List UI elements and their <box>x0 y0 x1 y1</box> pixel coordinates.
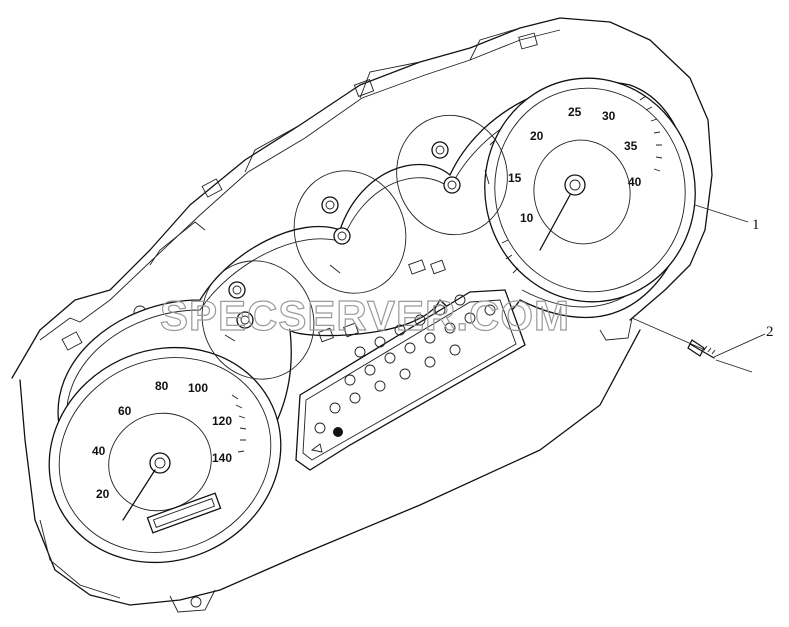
odometer-display <box>146 492 222 534</box>
speedometer-needle <box>122 469 156 521</box>
speedometer-tick-140: 140 <box>212 451 232 465</box>
tachometer-needle <box>539 194 571 251</box>
tachometer: 10 15 20 25 30 35 40 <box>484 77 696 303</box>
tachometer-tick-40: 40 <box>628 175 642 189</box>
speedometer-tick-20: 20 <box>96 487 110 501</box>
tachometer-tick-30: 30 <box>602 109 616 123</box>
tachometer-tick-15: 15 <box>508 171 522 185</box>
warning-lamp-panel <box>295 289 526 471</box>
cluster-housing <box>11 17 713 613</box>
tachometer-hub <box>564 174 586 196</box>
indicator-lamps <box>310 294 496 453</box>
auxiliary-gauges <box>201 114 508 380</box>
speedometer-tick-60: 60 <box>118 404 132 418</box>
speedometer-tick-40: 40 <box>92 444 106 458</box>
tachometer-tick-20: 20 <box>530 129 544 143</box>
callout-2-label: 2 <box>766 324 774 340</box>
speedometer-tick-120: 120 <box>212 414 232 428</box>
callout-1: 1 <box>694 204 760 233</box>
watermark: SPECSERVER.COM <box>160 292 570 339</box>
mounting-screw <box>687 339 753 373</box>
callout-2: 2 <box>631 317 774 358</box>
speedometer: 20 40 60 80 100 120 140 <box>48 346 282 564</box>
tachometer-tick-35: 35 <box>624 139 638 153</box>
speedometer-tick-80: 80 <box>155 379 169 393</box>
callout-1-label: 1 <box>752 217 760 233</box>
tachometer-tick-10: 10 <box>520 211 534 225</box>
center-indicator-blocks <box>318 259 446 343</box>
tachometer-tick-25: 25 <box>568 105 582 119</box>
speedometer-tick-100: 100 <box>188 381 208 395</box>
speedometer-hub <box>149 452 171 474</box>
